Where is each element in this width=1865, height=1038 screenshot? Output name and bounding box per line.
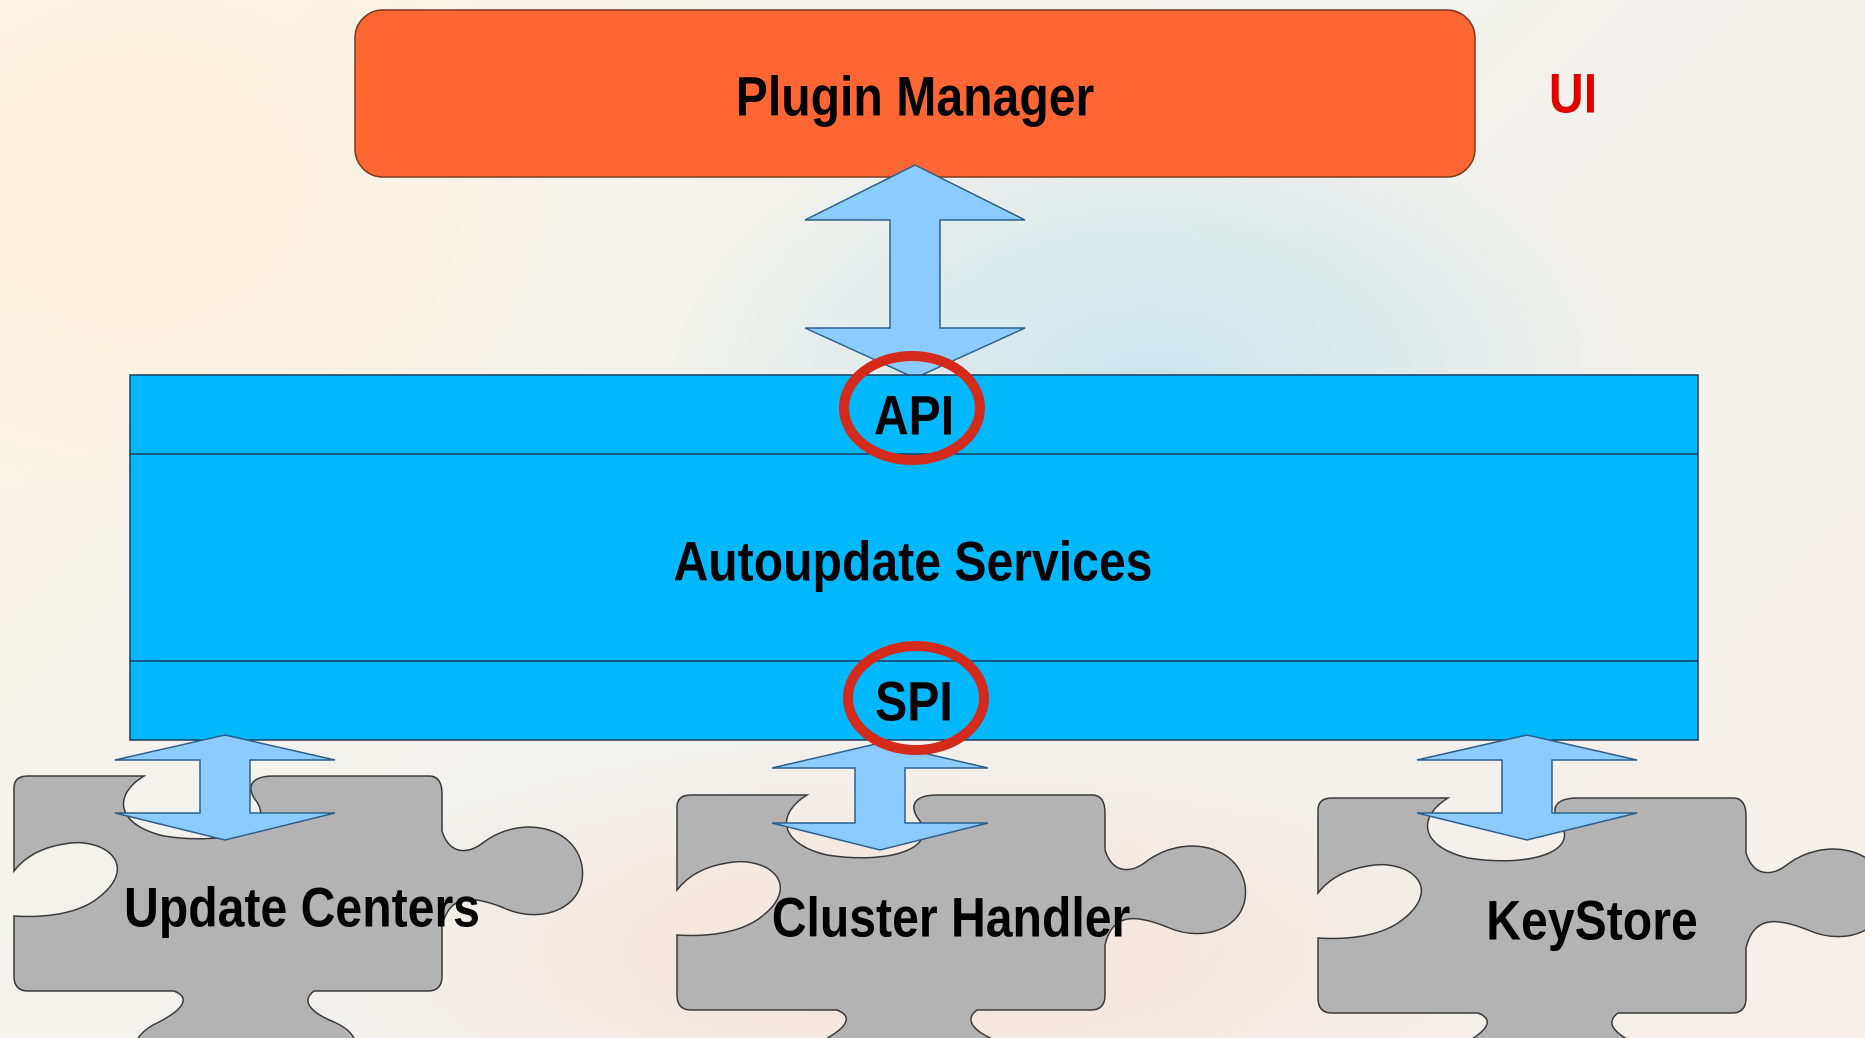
spi-label: SPI [875,669,953,733]
ui-label: UI [1548,61,1598,125]
autoupdate-services-box [129,374,1699,741]
double-arrow-icon [1416,734,1638,841]
api-highlight-circle [839,351,985,465]
api-label: API [873,383,955,447]
double-arrow-icon [804,164,1026,379]
autoupdate-services-label: Autoupdate Services [673,529,1153,593]
double-arrow-icon [771,742,989,851]
plugin-manager-label: Plugin Manager [735,64,1095,128]
cluster-handler-label: Cluster Handler [771,885,1131,949]
keystore-label: KeyStore [1486,888,1698,952]
spi-highlight-circle [843,641,989,755]
update-centers-label: Update Centers [124,875,480,939]
double-arrow-icon [114,734,336,841]
